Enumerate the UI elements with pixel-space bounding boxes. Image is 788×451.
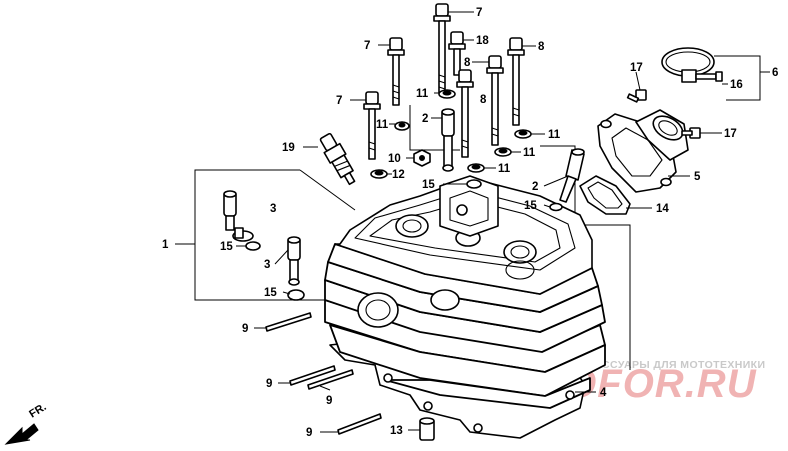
callout-15-right: 15: [524, 200, 537, 212]
callout-4: 4: [600, 387, 607, 399]
callout-8-mid: 8: [464, 57, 471, 69]
bolt-7-top: [433, 3, 451, 94]
cylinder-head: [324, 175, 606, 439]
watermark-caption: АКСЕССУАРЫ ДЛЯ МОТОТЕХНИКИ: [572, 359, 765, 371]
cooling-fin-6: [384, 377, 591, 409]
direction-label: FR.: [27, 401, 48, 421]
callout-5: 5: [694, 171, 701, 183]
callout-15-center: 15: [422, 179, 435, 191]
washer-15-upper: [245, 241, 261, 251]
dowel-pin-9-low-left: [289, 365, 336, 386]
clamp-screw-16: [695, 73, 717, 80]
cam-boss-left: [395, 214, 429, 238]
cam-boss-right: [503, 240, 537, 264]
stud-2-right: [549, 148, 585, 212]
callout-11-top: 11: [416, 88, 429, 100]
washer-15-right: [549, 202, 563, 212]
washer-15-lower: [287, 289, 305, 301]
callout-17-right: 17: [724, 128, 737, 140]
callout-17-left: 17: [630, 62, 643, 74]
dowel-pin-9-bottom: [337, 413, 382, 435]
callout-3-upper: 3: [270, 203, 276, 215]
callout-3-lower: 3: [264, 259, 270, 271]
bolt-8-mid: [486, 55, 504, 146]
callout-12: 12: [392, 169, 405, 181]
arrow-icon: [4, 423, 39, 445]
callout-6: 6: [772, 67, 778, 79]
stud-3-upper: [223, 190, 261, 251]
callout-19: 19: [282, 142, 295, 154]
callout-15-upper: 15: [220, 241, 233, 253]
side-port: [430, 289, 460, 311]
bracket-part-1: [194, 169, 325, 301]
callout-2-center: 2: [422, 113, 428, 125]
bolt-18: [448, 31, 466, 76]
bolt-17-left: [626, 89, 647, 103]
spark-plug: [319, 132, 356, 186]
callout-7-top: 7: [476, 7, 482, 19]
callout-2-right: 2: [532, 181, 538, 193]
callout-11-left: 11: [376, 119, 389, 131]
bolt-7-left-upper: [387, 37, 405, 106]
front-direction-arrow: FR.: [4, 401, 49, 445]
callout-7-left: 7: [364, 40, 370, 52]
exhaust-port: [357, 292, 399, 328]
bolt-8-left: [456, 69, 474, 158]
callout-11-right: 11: [548, 129, 561, 141]
callout-9-low-mid: 9: [326, 395, 332, 407]
callout-labels: 7 7 18 8 8 8 7 11 11 2 11 11 11 19 10 12…: [162, 7, 778, 439]
callout-11-low: 11: [498, 163, 511, 175]
stud-2-center: [441, 108, 455, 172]
callout-1: 1: [162, 239, 169, 251]
intake-pipe: [597, 109, 689, 193]
callout-8-right: 8: [538, 41, 545, 53]
callout-15-lower: 15: [264, 287, 277, 299]
callout-11-mid: 11: [523, 147, 536, 159]
leader-lines: [236, 11, 728, 433]
callout-9-left: 9: [242, 323, 248, 335]
bolt-7-lower: [363, 91, 381, 160]
callout-13: 13: [390, 425, 403, 437]
hose-clamp-6: [661, 47, 723, 83]
callout-8-left: 8: [480, 94, 487, 106]
callout-9-low-left: 9: [266, 378, 272, 390]
dowel-pin-9-left: [265, 312, 312, 332]
callout-18: 18: [476, 35, 489, 47]
stud-3-lower: [287, 236, 305, 301]
dowel-pin-9-low-mid: [307, 369, 354, 390]
group-lines: [175, 55, 770, 370]
callout-7-lower: 7: [336, 95, 342, 107]
callout-14: 14: [656, 203, 669, 215]
callout-9-bottom: 9: [306, 427, 312, 439]
intake-gasket-14: [579, 175, 631, 215]
washer-15-center: [466, 179, 482, 189]
dowel-13: [419, 417, 435, 441]
bolt-8-right: [507, 37, 525, 126]
callout-10: 10: [388, 153, 401, 165]
bracket-part-6: [714, 55, 761, 101]
callout-16: 16: [730, 79, 743, 91]
